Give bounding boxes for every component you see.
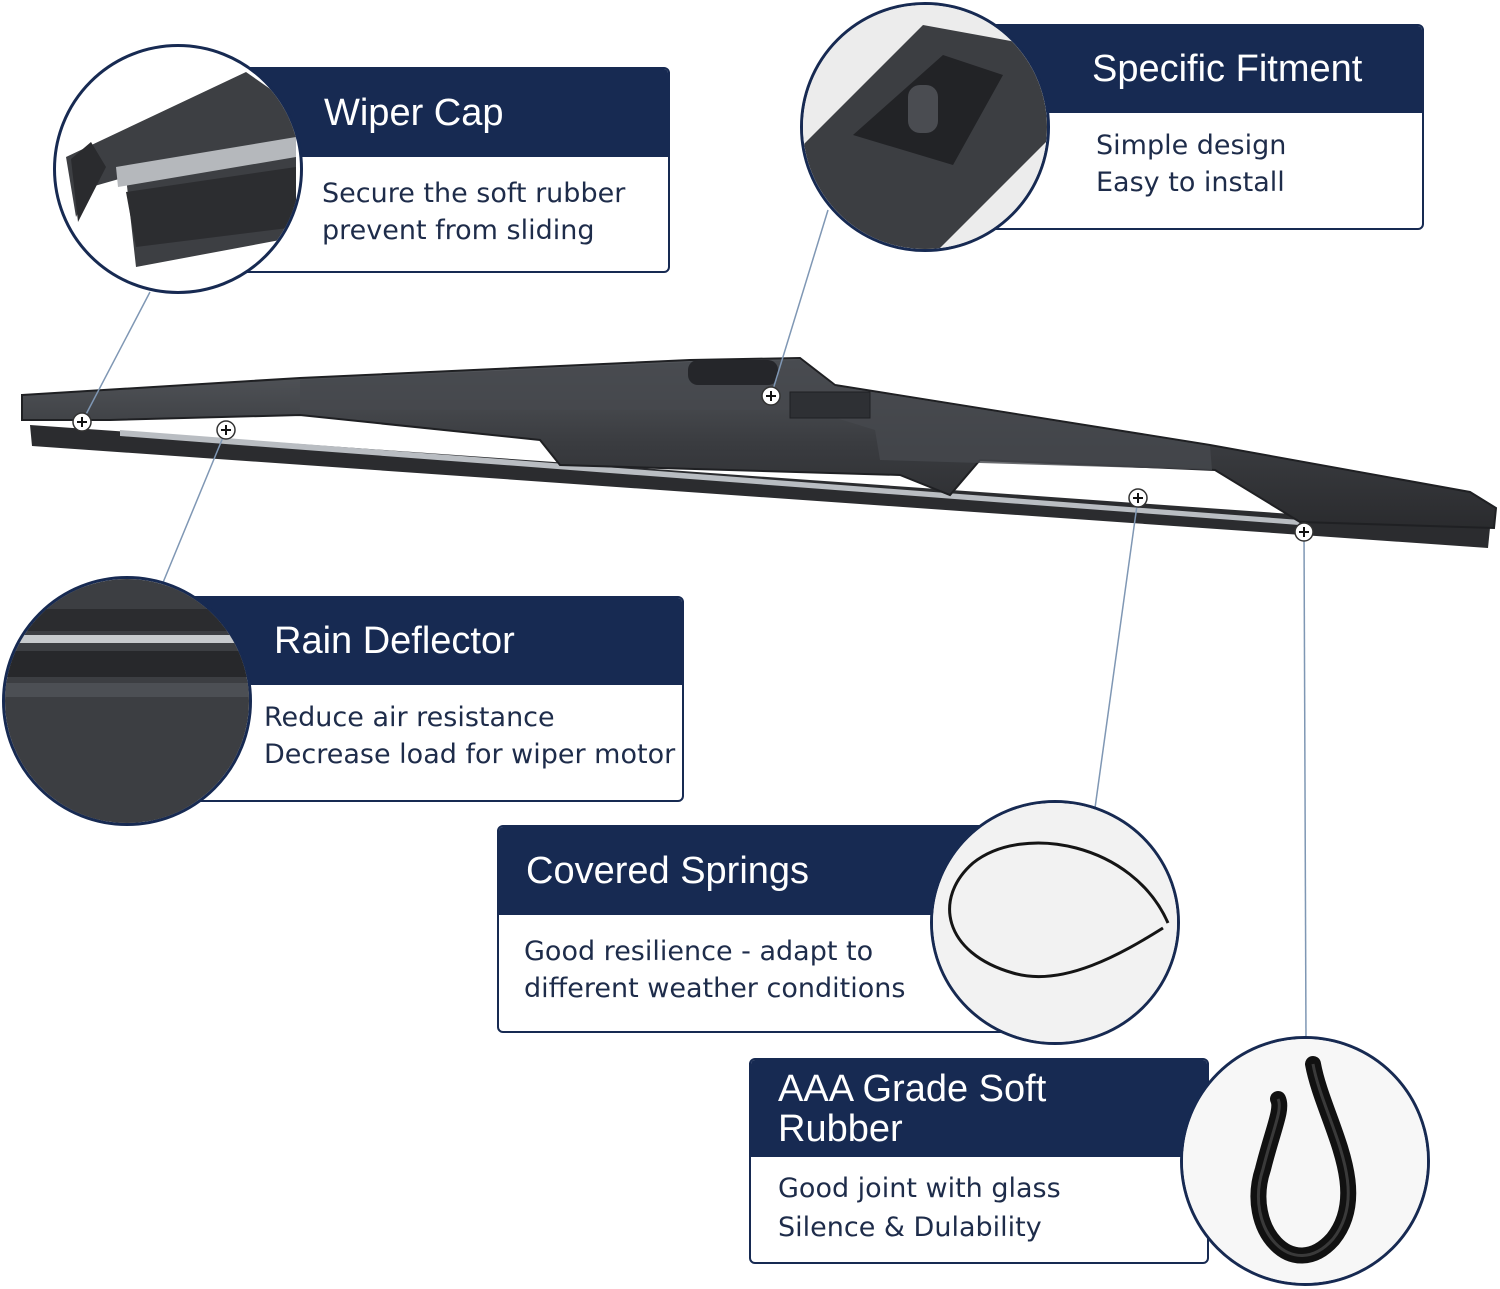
callout-title: Covered Springs xyxy=(526,849,810,892)
callout-line: Reduce air resistance xyxy=(264,702,555,733)
callout-line: Simple design xyxy=(1096,130,1287,161)
marker-specific-fitment[interactable] xyxy=(761,386,781,406)
callout-wiper-cap: Wiper Cap Secure the soft rubber prevent… xyxy=(230,67,670,273)
callout-title: AAA Grade Soft xyxy=(778,1067,1047,1110)
callout-rain-deflector: Rain Deflector Reduce air resistance Dec… xyxy=(175,596,684,802)
callout-line: Decrease load for wiper motor xyxy=(264,739,676,770)
spring-closeup xyxy=(930,800,1180,1045)
callout-soft-rubber: AAA Grade Soft Rubber Good joint with gl… xyxy=(749,1058,1209,1264)
callout-title: Rubber xyxy=(778,1107,903,1150)
marker-covered-springs[interactable] xyxy=(1128,488,1148,508)
callout-specific-fitment: Specific Fitment Simple design Easy to i… xyxy=(990,24,1424,230)
callout-line: Good resilience - adapt to xyxy=(524,936,874,967)
callout-line: prevent from sliding xyxy=(322,215,595,246)
callout-line: different weather conditions xyxy=(524,973,906,1004)
wiper-cap-closeup xyxy=(53,44,303,294)
callout-line: Secure the soft rubber xyxy=(322,178,626,209)
fitment-connector-closeup xyxy=(800,2,1050,252)
callout-title: Wiper Cap xyxy=(324,91,504,134)
marker-wiper-cap[interactable] xyxy=(72,412,92,432)
rubber-refill-closeup xyxy=(1180,1036,1430,1286)
callout-line: Good joint with glass xyxy=(778,1173,1061,1204)
marker-soft-rubber[interactable] xyxy=(1294,522,1314,542)
callout-title: Rain Deflector xyxy=(274,620,515,662)
callout-line: Silence & Dulability xyxy=(778,1212,1042,1243)
steel-rail xyxy=(120,430,1300,525)
rain-deflector-closeup xyxy=(2,576,252,826)
callout-title: Specific Fitment xyxy=(1092,48,1363,90)
marker-rain-deflector[interactable] xyxy=(216,420,236,440)
callout-line: Easy to install xyxy=(1096,167,1285,198)
